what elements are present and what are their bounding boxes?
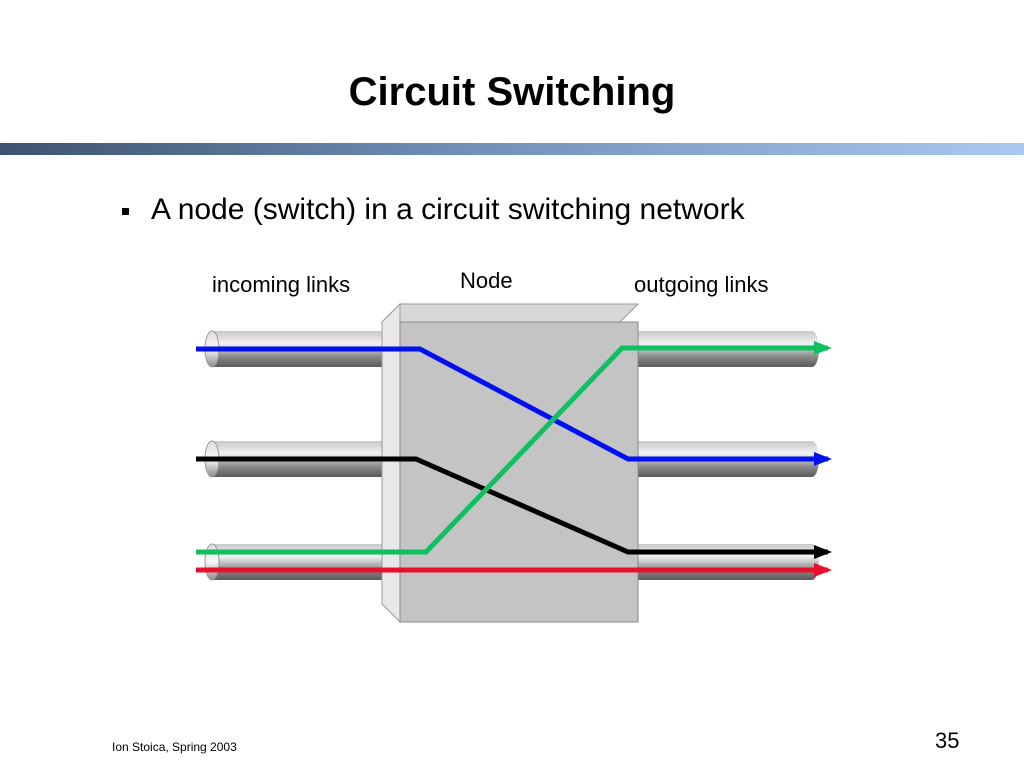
- outgoing-link-pipe: [632, 544, 819, 580]
- node-label: Node: [460, 268, 513, 293]
- square-bullet-icon: [122, 207, 129, 215]
- page-number: 35: [935, 728, 960, 753]
- bullet-item: A node (switch) in a circuit switching n…: [122, 193, 745, 227]
- blue-circuit-path: [196, 346, 832, 466]
- incoming-links-label: incoming links: [212, 272, 351, 297]
- incoming-link-pipe: [204, 543, 404, 581]
- outgoing-links-label: outgoing links: [634, 272, 769, 297]
- green-circuit-path: [196, 341, 832, 555]
- title-divider-bar: [0, 143, 1024, 155]
- black-circuit-path: [196, 456, 832, 559]
- bullet-text: A node (switch) in a circuit switching n…: [151, 193, 745, 226]
- footer-author: Ion Stoica, Spring 2003: [112, 740, 237, 754]
- slide-title: Circuit Switching: [348, 70, 676, 114]
